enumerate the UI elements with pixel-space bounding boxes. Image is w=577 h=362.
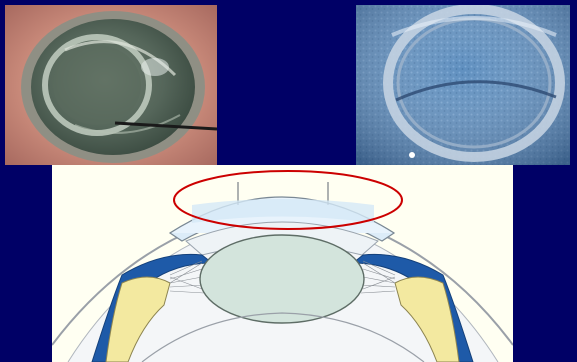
surgical-eye-photo (5, 5, 217, 165)
surgical-eye-photo-icon (5, 5, 217, 165)
lens-implant-photo (356, 5, 570, 165)
eye-cross-section-diagram (52, 165, 513, 362)
lens-shape (200, 235, 364, 323)
eye-cross-section-diagram-icon (52, 165, 513, 362)
lens-implant-photo-icon (356, 5, 570, 165)
